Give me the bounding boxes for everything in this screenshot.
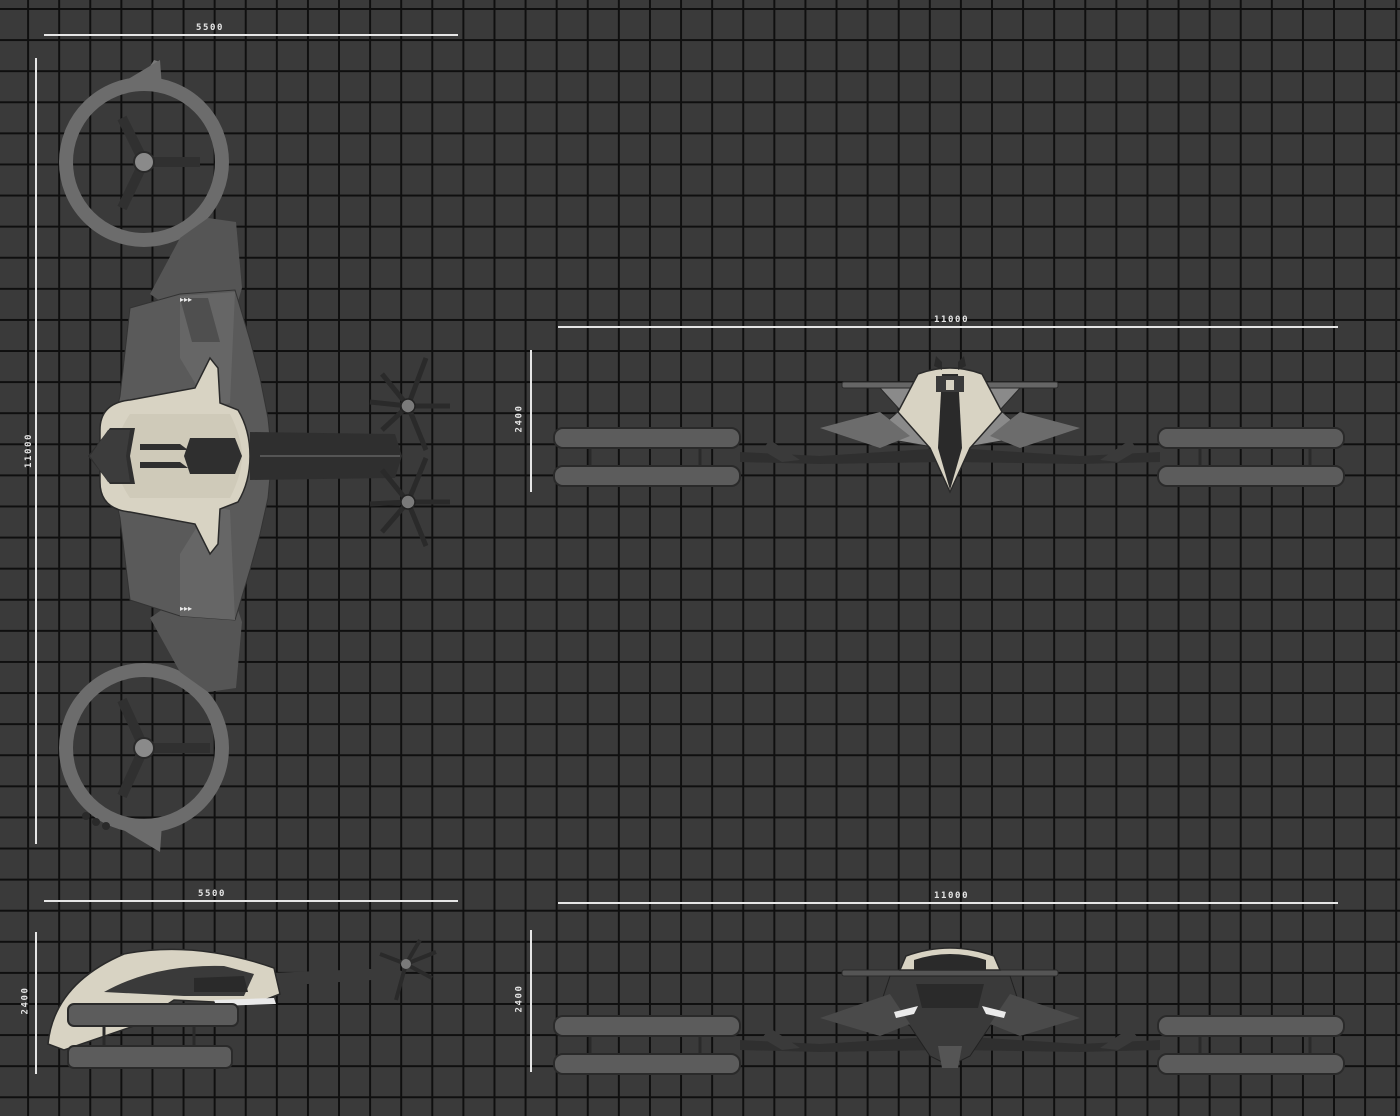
right-pod-lower xyxy=(1157,465,1345,487)
rear-view-width-line xyxy=(558,902,1338,904)
side-view-length-label: 5500 xyxy=(198,889,227,899)
top-view-length-label: 11000 xyxy=(24,432,35,469)
rotor-ring-rear xyxy=(59,663,229,852)
side-view-drawing xyxy=(47,938,437,1069)
svg-text:▸▸▸: ▸▸▸ xyxy=(180,604,192,613)
top-view-drawing: ▸▸▸ ▸▸▸ xyxy=(59,60,450,852)
rear-left-pod-lower xyxy=(553,1053,741,1075)
wing-front xyxy=(150,218,242,308)
rear-right-pod-upper xyxy=(1157,1015,1345,1037)
front-view-width-label: 11000 xyxy=(934,315,970,325)
rear-left-pod-upper xyxy=(553,1015,741,1037)
tail-propeller-lower xyxy=(369,457,450,547)
rear-top-wing xyxy=(841,969,1059,977)
side-tail-boom xyxy=(244,968,404,988)
wing-rear xyxy=(150,604,242,692)
side-view-height-line xyxy=(35,932,37,1074)
top-view-length-line xyxy=(35,58,37,844)
rear-view-height-line xyxy=(530,930,532,1072)
top-view-width-line xyxy=(44,34,458,36)
side-pod-upper xyxy=(67,1003,239,1027)
front-view-width-line xyxy=(558,326,1338,328)
front-view-drawing xyxy=(553,356,1345,494)
side-view-height-label: 2400 xyxy=(20,986,31,1015)
rear-view-height-label: 2400 xyxy=(514,984,525,1013)
rear-view-drawing xyxy=(553,947,1345,1075)
rear-right-pod-lower xyxy=(1157,1053,1345,1075)
svg-text:▸▸▸: ▸▸▸ xyxy=(180,295,192,304)
side-pod-lower xyxy=(67,1045,233,1069)
wing-stripe-front xyxy=(180,298,220,342)
side-tail-rotor xyxy=(379,938,437,1001)
side-view-length-line xyxy=(44,900,458,902)
top-view-width-label: 5500 xyxy=(196,23,225,33)
right-pod-upper xyxy=(1157,427,1345,449)
left-pod-lower xyxy=(553,465,741,487)
left-pod-upper xyxy=(553,427,741,449)
rotor-ring-front xyxy=(59,60,229,247)
front-view-height-label: 2400 xyxy=(514,404,525,433)
front-view-height-line xyxy=(530,350,532,492)
rear-view-width-label: 11000 xyxy=(934,891,970,901)
tail-propeller-upper xyxy=(369,357,450,451)
